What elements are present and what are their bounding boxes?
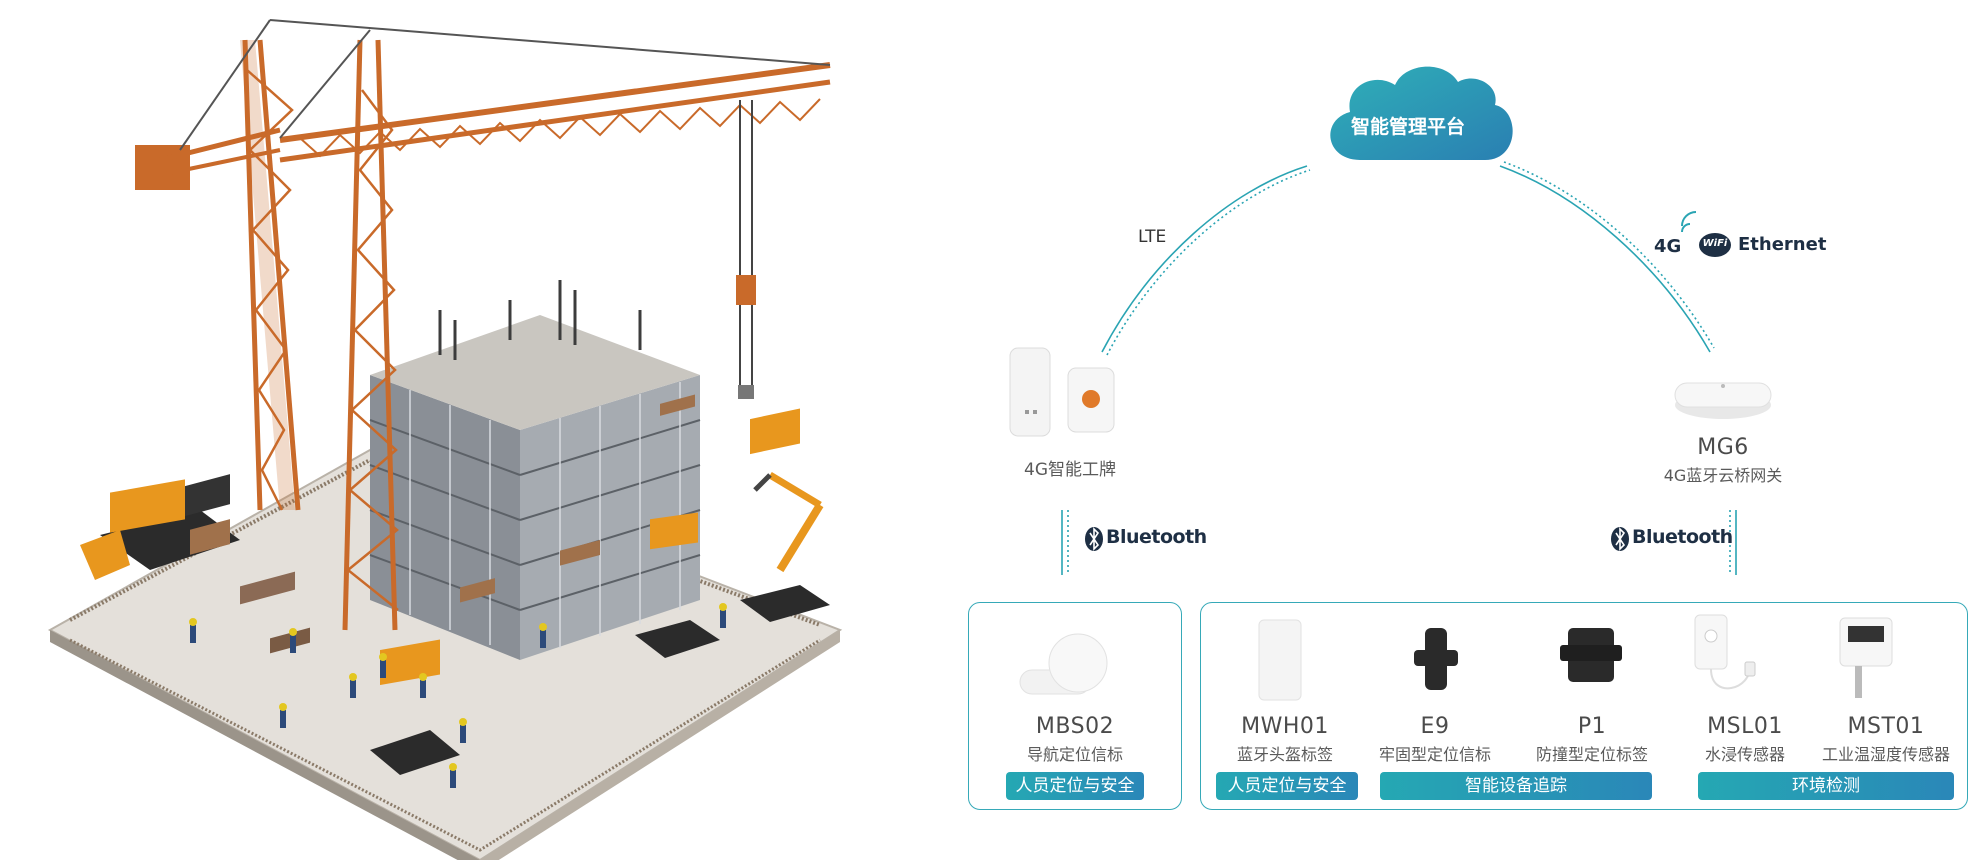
bluetooth-label-right: Bluetooth <box>1632 526 1733 548</box>
wifi-label: WiFi <box>1702 238 1728 249</box>
materials <box>190 394 695 654</box>
link-arc-right <box>1499 161 1715 353</box>
link-arc-left <box>1101 165 1311 356</box>
device-model: E9 <box>1420 714 1450 739</box>
gateway-mg6-image <box>1674 382 1772 419</box>
bluetooth-icon-left <box>1085 527 1103 551</box>
gateway-badge-desc: 4G智能工牌 <box>1024 460 1116 480</box>
device-desc: 牢固型定位信标 <box>1378 745 1491 764</box>
excavator-left <box>80 474 240 580</box>
building-under-construction <box>369 280 701 660</box>
device-desc: 导航定位信标 <box>1026 745 1123 764</box>
device-model: P1 <box>1577 714 1607 739</box>
signal-icon <box>1681 211 1697 233</box>
bluetooth-icon-right <box>1611 527 1629 551</box>
device-model: MSL01 <box>1707 714 1783 739</box>
device-desc: 工业温湿度传感器 <box>1821 745 1950 764</box>
tower-crane-right <box>179 19 831 631</box>
device-model: MST01 <box>1847 714 1925 739</box>
device-model: MBS02 <box>1035 714 1115 739</box>
device-desc: 水浸传感器 <box>1704 745 1785 764</box>
tag-environment-monitoring[interactable]: 环境检测 <box>1698 772 1954 800</box>
gateway-mg6-desc: 4G蓝牙云桥网关 <box>1663 466 1783 485</box>
platform-label[interactable]: 智能管理平台 <box>1350 116 1465 138</box>
badge-card-image <box>1009 347 1051 437</box>
bt-connector-left <box>1061 510 1069 575</box>
loader <box>635 512 720 658</box>
tag-asset-tracking[interactable]: 智能设备追踪 <box>1380 772 1652 800</box>
lte-label: LTE <box>1138 227 1167 247</box>
device-model: MWH01 <box>1241 714 1329 739</box>
device-group-left <box>968 602 1182 810</box>
construction-site-illustration <box>47 19 843 860</box>
4g-label: 4G <box>1654 236 1682 257</box>
tower-crane-left <box>135 39 301 511</box>
excavator-right <box>740 408 830 622</box>
workers <box>189 603 727 788</box>
tag-personnel-safety[interactable]: 人员定位与安全 <box>1006 772 1144 800</box>
bluetooth-label-left: Bluetooth <box>1106 526 1207 548</box>
badge-button-image <box>1067 367 1115 433</box>
ethernet-label: Ethernet <box>1738 234 1827 255</box>
gateway-mg6-model: MG6 <box>1697 435 1749 460</box>
tag-personnel-safety[interactable]: 人员定位与安全 <box>1216 772 1358 800</box>
device-desc: 蓝牙头盔标签 <box>1236 745 1333 764</box>
device-desc: 防撞型定位标签 <box>1535 745 1648 764</box>
device-group-right <box>1200 602 1968 810</box>
